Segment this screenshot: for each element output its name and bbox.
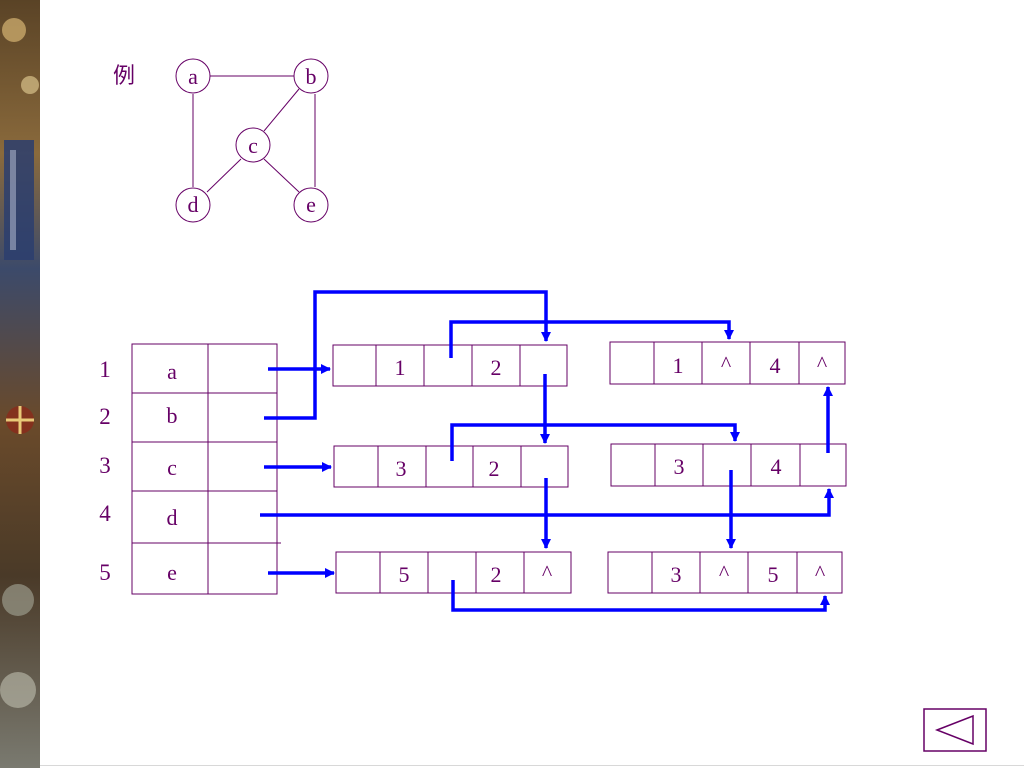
ivex-cell: 5 — [399, 562, 410, 587]
vertex-index: 4 — [99, 501, 111, 526]
jvex-cell: 2 — [491, 562, 502, 587]
jlink-null: ^ — [817, 351, 828, 376]
vertex-cell: a — [167, 359, 177, 384]
vertex-cell: b — [167, 403, 178, 428]
graph-edge-b-c — [263, 88, 300, 132]
undirected-graph — [175, 58, 329, 223]
decorative-side-strip — [0, 0, 40, 768]
ilink-null: ^ — [719, 560, 730, 585]
jvex-cell: 2 — [489, 456, 500, 481]
edge-node-3-4: 3 4 — [610, 443, 847, 487]
graph-node-label: a — [188, 64, 198, 89]
vertex-cell: e — [167, 560, 177, 585]
vertex-index: 5 — [99, 560, 111, 585]
vertex-cell: c — [167, 455, 177, 480]
footer-divider — [40, 765, 1024, 766]
ivex-cell: 1 — [395, 355, 406, 380]
graph-node-label: d — [188, 192, 199, 217]
graph-edge-c-d — [206, 158, 242, 193]
example-label: 例 — [113, 63, 135, 88]
graph-node-label: e — [306, 192, 316, 217]
vertex-index: 2 — [99, 404, 111, 429]
graph-node-label: c — [248, 133, 258, 158]
firstedge-arrow-d — [260, 488, 834, 517]
vertex-index: 1 — [99, 357, 111, 382]
vertex-cell: d — [167, 505, 178, 530]
jlink-null: ^ — [815, 560, 826, 585]
edge-node-3-5: 3 ^ 5 ^ — [607, 551, 843, 594]
jlink-null: ^ — [542, 560, 553, 585]
graph-node-c — [235, 127, 271, 163]
ilink-null: ^ — [721, 351, 732, 376]
jvex-cell: 4 — [770, 353, 781, 378]
firstedge-arrow-b — [264, 290, 551, 420]
ilink-arrow-5 — [451, 580, 830, 612]
jvex-cell: 5 — [768, 562, 779, 587]
jvex-cell: 2 — [491, 355, 502, 380]
vertex-table — [131, 343, 281, 595]
vertex-index: 3 — [99, 453, 111, 478]
ivex-cell: 3 — [674, 454, 685, 479]
graph-edge-c-e — [263, 158, 300, 193]
graph-node-d — [175, 187, 211, 223]
ivex-cell: 1 — [673, 353, 684, 378]
ivex-cell: 3 — [396, 456, 407, 481]
ivex-cell: 3 — [671, 562, 682, 587]
triangle-left-icon — [934, 714, 974, 746]
graph-node-a — [175, 58, 211, 94]
graph-node-e — [293, 187, 329, 223]
graph-node-label: b — [306, 64, 317, 89]
ilink-arrow-3 — [450, 423, 740, 461]
back-button[interactable] — [923, 708, 987, 752]
jvex-cell: 4 — [771, 454, 782, 479]
edge-node-1-4: 1 ^ 4 ^ — [609, 341, 846, 385]
graph-node-b — [293, 58, 329, 94]
ilink-arrow-1 — [449, 320, 734, 358]
